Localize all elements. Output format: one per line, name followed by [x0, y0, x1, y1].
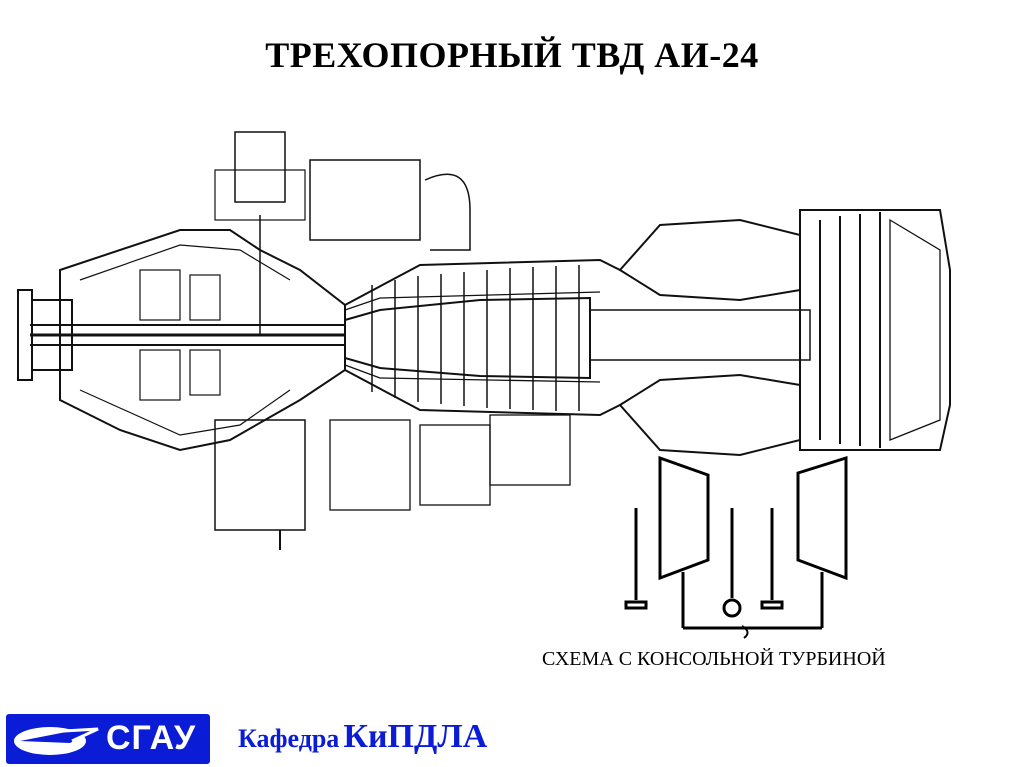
bird-logo-icon	[14, 725, 102, 755]
scheme-caption: СХЕМА С КОНСОЛЬНОЙ ТУРБИНОЙ	[542, 648, 886, 670]
compressor-stages	[371, 265, 580, 411]
bottom-accessory-left	[214, 419, 306, 531]
propeller-flange	[17, 289, 33, 381]
scheme-turbine	[796, 455, 848, 581]
compressor-outer-lower	[344, 369, 621, 417]
top-accessory	[234, 131, 286, 203]
scheme-bearing-1	[624, 600, 648, 610]
engine-cross-section-drawing	[17, 131, 951, 639]
scheme-compressor	[658, 455, 710, 581]
turbine-stages	[819, 212, 881, 448]
department-prefix: Кафедра	[238, 724, 340, 753]
turbine-shaft	[589, 309, 811, 361]
scheme-bearing-2	[722, 598, 742, 618]
university-logo: СГАУ	[6, 714, 210, 764]
compressor-rotor	[344, 296, 591, 380]
department-label: Кафедра КиПДЛА	[238, 718, 487, 756]
fuel-control-unit	[309, 159, 421, 241]
cantilever-turbine-scheme	[624, 455, 848, 639]
combustor-upper	[618, 218, 801, 302]
gearbox-housing	[59, 229, 346, 452]
combustor-lower	[618, 373, 801, 457]
page-title: ТРЕХОПОРНЫЙ ТВД АИ-24	[265, 35, 759, 75]
compressor-outer-upper	[344, 258, 621, 306]
turbine-casing	[799, 209, 951, 451]
scheme-bearing-3	[760, 600, 784, 610]
bottom-pump	[419, 424, 491, 506]
department-name: КиПДЛА	[343, 718, 488, 755]
logo-text: СГАУ	[106, 719, 197, 757]
